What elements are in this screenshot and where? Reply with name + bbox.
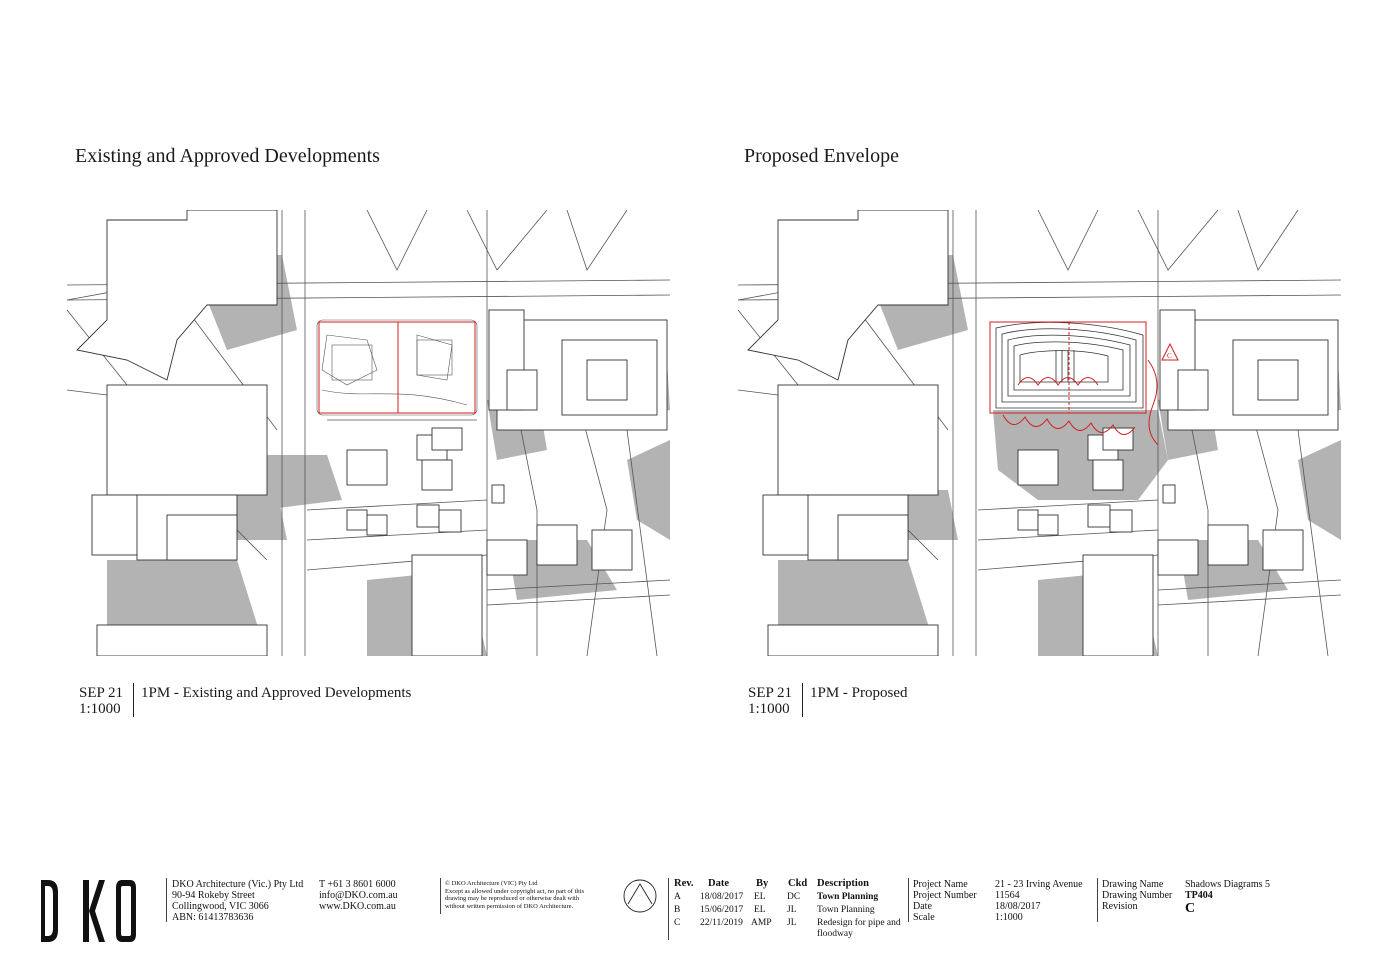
caption-date-scale: SEP 21 1:1000 [748, 685, 792, 717]
rev-description-line: Redesign for pipe and [817, 918, 901, 928]
contact-email[interactable]: info@DKO.com.au [319, 890, 398, 901]
rev-header-date: Date [708, 878, 729, 889]
footer-divider [1097, 878, 1098, 922]
north-point-icon [622, 878, 658, 914]
project-number-value: 11564 [995, 890, 1020, 901]
buildings [747, 210, 1339, 656]
rev-cell: 18/08/2017 [700, 892, 744, 902]
project-labels: Project Name Project Number Date Scale [913, 879, 977, 923]
project-date-value: 18/08/2017 [995, 901, 1041, 912]
caption-date-scale: SEP 21 1:1000 [79, 685, 123, 717]
dko-logo [38, 878, 138, 944]
site-outline [316, 319, 478, 416]
rev-description-line: floodway [817, 929, 853, 939]
rev-header-ckd: Ckd [788, 878, 808, 889]
site-boundary [318, 321, 476, 414]
rev-cell: EL [754, 892, 766, 902]
dko-logo-mark [41, 880, 136, 942]
caption-scale: 1:1000 [748, 701, 790, 717]
svg-text:C: C [1167, 352, 1172, 360]
company-address: DKO Architecture (Vic.) Pty Ltd 90-94 Ro… [172, 879, 303, 923]
rev-cell: 22/11/2019 [700, 918, 743, 928]
drawing-number-value: TP404 [1185, 890, 1213, 901]
footer-divider [668, 878, 669, 940]
project-number-label: Project Number [913, 890, 977, 901]
copyright-line: Except as allowed under copyright act, n… [445, 887, 584, 895]
rev-header-by: By [756, 878, 769, 889]
rev-cell: B [674, 905, 681, 915]
company-street: 90-94 Rokeby Street [172, 890, 255, 901]
project-scale-label: Scale [913, 912, 935, 923]
rev-cell: AMP [751, 918, 772, 928]
drawing-number-label: Drawing Number [1102, 890, 1173, 901]
rev-header-rev: Rev. [674, 878, 694, 889]
north-arrow-icon [623, 879, 657, 913]
rev-header-description: Description [817, 878, 869, 889]
caption-description: 1PM - Existing and Approved Developments [141, 685, 412, 701]
contact-website[interactable]: www.DKO.com.au [319, 901, 396, 912]
panel-title-existing: Existing and Approved Developments [75, 145, 380, 167]
project-name-label: Project Name [913, 879, 968, 890]
caption-scale: 1:1000 [79, 701, 121, 717]
rev-cell: C [674, 918, 681, 928]
footer-divider [166, 878, 167, 922]
company-contact: T +61 3 8601 6000 info@DKO.com.au www.DK… [319, 879, 398, 912]
copyright-line: drawing may be reproduced or otherwise d… [445, 895, 580, 902]
drawing-values: Shadows Diagrams 5 TP404 C [1185, 879, 1270, 916]
shadow-diagram-existing [67, 210, 670, 656]
copyright-line: © DKO Architecture (VIC) Pty Ltd [445, 880, 538, 887]
panel-title-proposed: Proposed Envelope [744, 145, 899, 167]
footer-divider [908, 878, 909, 922]
drawing-revision-label: Revision [1102, 901, 1138, 912]
project-name-value: 21 - 23 Irving Avenue [995, 879, 1083, 890]
rev-cell: Redesign for pipe and floodway [817, 918, 901, 940]
company-abn: ABN: 61413783636 [172, 912, 254, 923]
rev-cell: DC [787, 892, 801, 902]
caption-date: SEP 21 [79, 685, 124, 701]
project-scale-value: 1:1000 [995, 912, 1023, 923]
caption-date: SEP 21 [748, 685, 793, 701]
rev-cell: Town Planning [817, 905, 875, 915]
drawing-name-value: Shadows Diagrams 5 [1185, 879, 1270, 890]
copyright-line: without written permission of DKO Archit… [445, 902, 574, 910]
buildings [76, 210, 668, 656]
rev-cell: Town Planning [817, 892, 879, 902]
footer-divider [440, 878, 441, 914]
company-name: DKO Architecture (Vic.) Pty Ltd [172, 879, 304, 890]
caption-description: 1PM - Proposed [810, 685, 908, 701]
caption-divider [802, 683, 803, 717]
project-values: 21 - 23 Irving Avenue 11564 18/08/2017 1… [995, 879, 1083, 923]
site-plan-existing [67, 210, 670, 656]
revision-c-marker: C [1161, 342, 1179, 361]
site-plan-proposed: C [738, 210, 1341, 656]
drawing-labels: Drawing Name Drawing Number Revision [1102, 879, 1172, 912]
drawing-revision-value: C [1185, 901, 1196, 916]
rev-cell: EL [754, 905, 766, 915]
proposed-envelope [995, 321, 1144, 409]
company-suburb: Collingwood, VIC 3066 [172, 901, 269, 912]
project-date-label: Date [913, 901, 932, 912]
shadow-diagram-proposed: C [738, 210, 1341, 656]
drawing-name-label: Drawing Name [1102, 879, 1164, 890]
caption-proposed: SEP 21 1:1000 1PM - Proposed [748, 683, 1348, 721]
copyright-notice: © DKO Architecture (VIC) Pty Ltd Except … [445, 880, 584, 910]
rev-cell: JL [787, 918, 797, 928]
rev-cell: JL [787, 905, 797, 915]
caption-existing: SEP 21 1:1000 1PM - Existing and Approve… [79, 683, 679, 721]
contact-phone: T +61 3 8601 6000 [319, 879, 396, 890]
rev-cell: 15/06/2017 [700, 905, 744, 915]
caption-divider [133, 683, 134, 717]
site-boundary [989, 321, 1159, 446]
rev-cell: A [674, 892, 681, 902]
